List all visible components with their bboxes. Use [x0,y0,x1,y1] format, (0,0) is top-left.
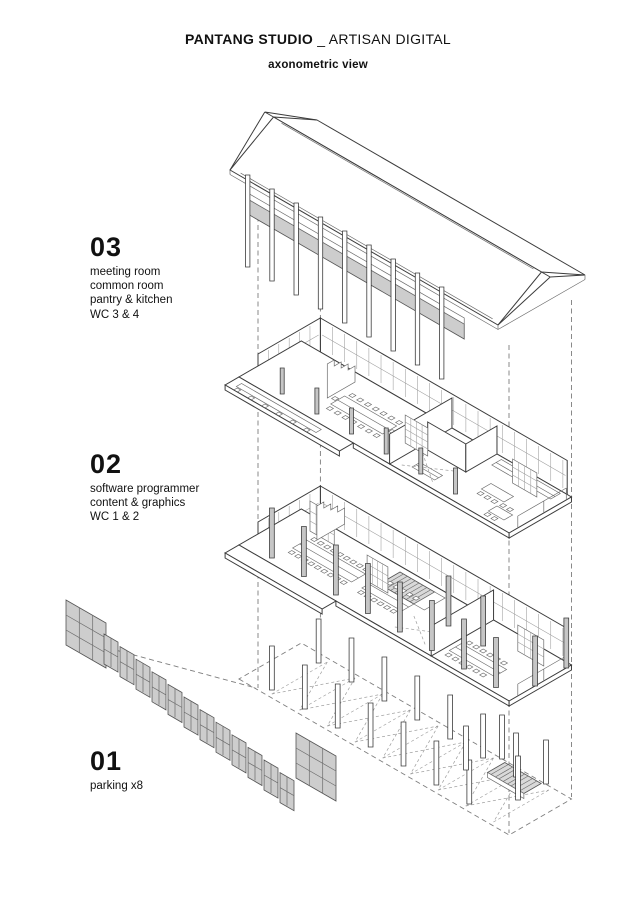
gate-panel-row [103,633,295,812]
level-03-description: meeting room common room pantry & kitche… [90,266,173,321]
gate-panels [66,600,336,812]
kitchen-island [481,484,513,503]
bookshelf [405,415,428,456]
roof [230,112,585,380]
level-01-number: 01 [90,746,123,776]
cafe-table [488,506,512,520]
level-02 [225,486,571,709]
ground-level [108,618,571,835]
gate-panel-large-1 [66,600,106,668]
level-03-label: 03 meeting room common room pantry & kit… [90,234,172,322]
view-label: axonometric view [268,59,368,71]
stepped-shelf [317,490,345,540]
level-02-label: 02 software programmer content & graphic… [90,451,199,525]
walkway-railing [518,656,567,696]
roof-fascia [230,170,585,330]
walkway-railing [518,488,567,528]
stair-stringer [488,773,524,799]
bar-table [236,384,321,433]
pantry-cabinet [513,459,537,497]
level-02-slab [225,509,571,709]
gate-panel-large-2 [296,733,336,801]
stepped-screen [327,348,355,398]
title-studio: PANTANG STUDIO [184,31,314,47]
title-project: _ ARTISAN DIGITAL [313,31,452,47]
wc-wall [466,426,497,472]
page-title: PANTANG STUDIO _ ARTISAN DIGITAL [0,31,636,47]
level-03 [225,318,571,541]
level-02-description: software programmer content & graphics W… [90,483,200,524]
level-01-description: parking x8 [90,780,144,792]
roof-overhang-tips [230,112,585,325]
level-02-number: 02 [90,449,123,479]
level-03-number: 03 [90,232,123,262]
level-01-label: 01 parking x8 [90,748,143,793]
